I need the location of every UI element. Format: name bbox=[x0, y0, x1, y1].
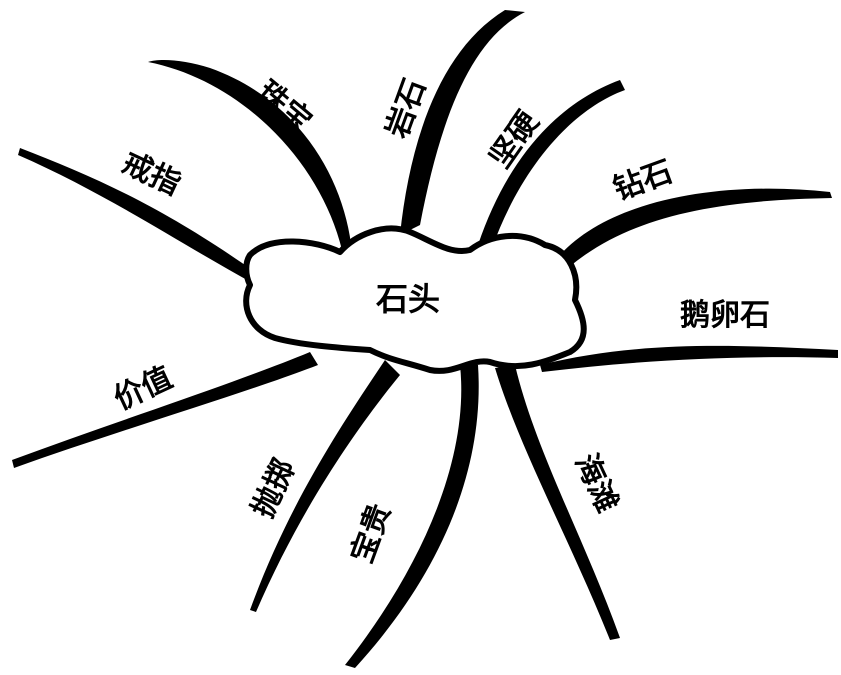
label-beach: 海滩 bbox=[568, 449, 625, 518]
center-blob bbox=[243, 225, 587, 374]
branch-diamond bbox=[560, 188, 832, 268]
branch-precious bbox=[345, 365, 479, 668]
branch-hard bbox=[478, 80, 625, 248]
branch-throw bbox=[250, 360, 400, 612]
branch-value bbox=[12, 352, 318, 468]
branch-ring bbox=[18, 148, 262, 288]
label-ring: 戒指 bbox=[117, 146, 186, 203]
label-precious: 宝贵 bbox=[345, 499, 398, 567]
branch-rock bbox=[400, 10, 525, 235]
branch-pebble bbox=[540, 345, 838, 372]
branch-jewelry bbox=[148, 60, 352, 252]
label-pebble: 鹅卵石 bbox=[680, 298, 770, 333]
label-diamond: 钻石 bbox=[609, 154, 677, 207]
center-label: 石头 bbox=[375, 280, 440, 318]
branch-beach bbox=[495, 365, 620, 640]
branch-strokes bbox=[12, 10, 838, 668]
